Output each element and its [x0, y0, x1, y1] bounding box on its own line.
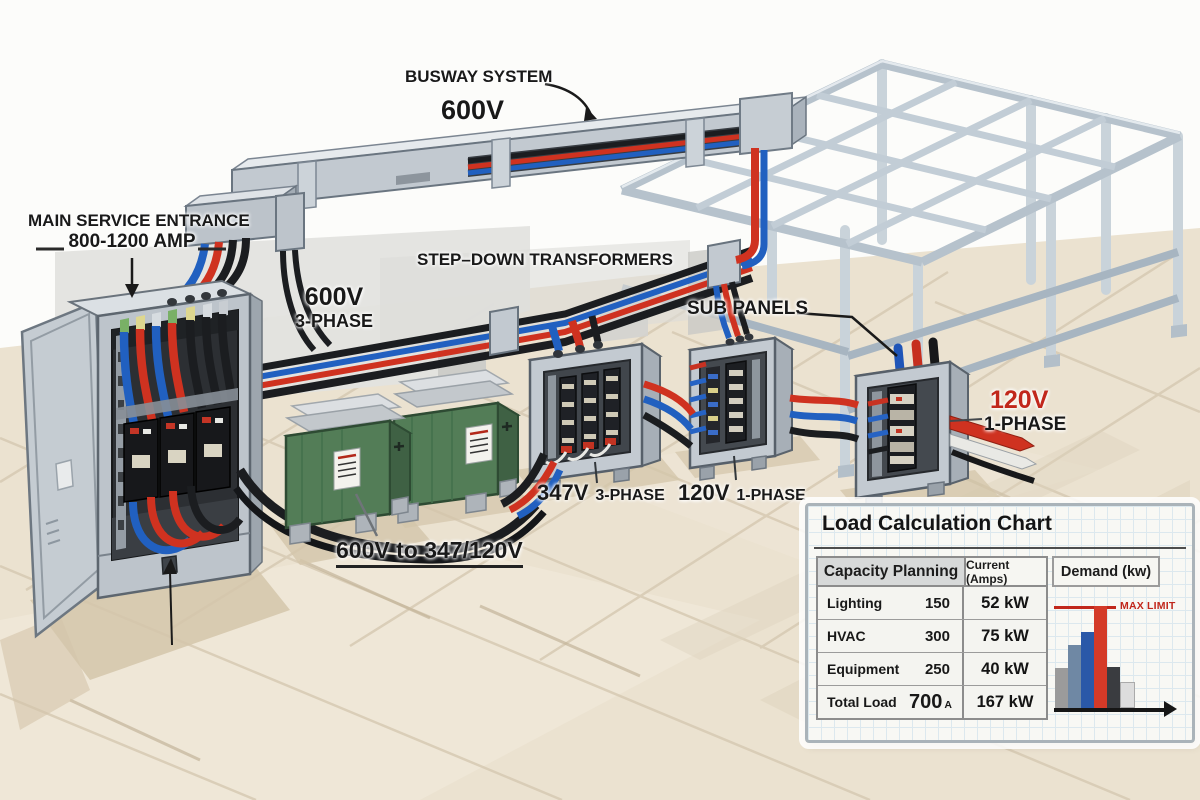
leader-lines-and-arrows [36, 82, 983, 646]
chart-title: Load Calculation Chart [822, 512, 1052, 535]
busway-system-label: BUSWAY SYSTEM [405, 67, 553, 86]
feeder-run [234, 238, 754, 404]
corner-junction-box [707, 238, 741, 290]
load-calculation-chart: Load Calculation Chart Capacity Planning… [799, 497, 1200, 749]
chart-bar [1120, 682, 1135, 708]
main-service-label: MAIN SERVICE ENTRANCE 800-1200 AMP [28, 211, 250, 253]
chart-bar [1081, 632, 1094, 708]
feeder-junction-box [489, 305, 519, 357]
feeder-exit-cables [233, 467, 547, 564]
main-breakers [123, 406, 231, 503]
max-limit-line [1054, 606, 1116, 609]
inter-panel-cables [500, 380, 860, 520]
panel-120b-label: 120V 1-PHASE [984, 386, 1067, 435]
steel-structure [620, 59, 1187, 478]
panel-347-leader [594, 461, 598, 484]
busway-junction-box [275, 191, 305, 253]
max-limit-label: MAX LIMIT [1120, 600, 1176, 612]
transformers [283, 369, 521, 545]
chart-bar [1055, 668, 1068, 708]
busway-coupling [739, 91, 793, 156]
stepdown-label: STEP–DOWN TRANSFORMERS [417, 250, 673, 269]
transformer-front [283, 393, 413, 545]
column-header-current: Current (Amps) [966, 558, 1046, 586]
panel-120b-leader [949, 418, 983, 422]
chart-bar [1094, 606, 1107, 708]
branch-exit-cables [949, 415, 1038, 484]
sub-panel-347 [527, 341, 663, 495]
chart-x-axis [1054, 708, 1166, 712]
chart-bar [1068, 645, 1081, 708]
panel-bottom-arrow [169, 571, 173, 646]
sub-panel-120a [687, 333, 795, 481]
panel-top-stubs [893, 337, 940, 375]
top-entry-collars [167, 289, 227, 306]
transformer-rating-label: 600V to 347/120V [336, 537, 523, 568]
busway-voltage-label: 600V [441, 95, 505, 125]
main-service-panel [20, 279, 547, 639]
chart-bar [1107, 667, 1120, 708]
busway-system-text: BUSWAY SYSTEM [405, 67, 553, 86]
column-header-capacity: Capacity Planning [818, 558, 966, 585]
load-table: Capacity Planning Current (Amps) Lightin… [816, 556, 1048, 720]
feeder-label: 600V 3-PHASE [294, 283, 374, 331]
mini-bar-chart: MAX LIMIT [1054, 586, 1184, 717]
subpanels-label: SUB PANELS [687, 298, 809, 319]
sub-panels-leader [796, 311, 898, 357]
column-header-demand: Demand (kw) [1052, 556, 1160, 587]
lower-cable-loops [129, 485, 244, 555]
sub-panel-120b [853, 337, 1038, 511]
busway-drop-cables [735, 148, 768, 270]
transformer-leader [354, 493, 379, 537]
panel-120a-leader [733, 455, 737, 481]
title-rule [814, 547, 1186, 549]
panel-120a-label: 120V 1-PHASE [678, 480, 806, 505]
panel-347-label: 347V 3-PHASE [537, 480, 665, 505]
load-table-header: Capacity Planning Current (Amps) [818, 558, 1046, 587]
connector-caps [120, 300, 228, 335]
axis-arrow-icon [1164, 701, 1177, 717]
busway-arrow [544, 82, 593, 116]
